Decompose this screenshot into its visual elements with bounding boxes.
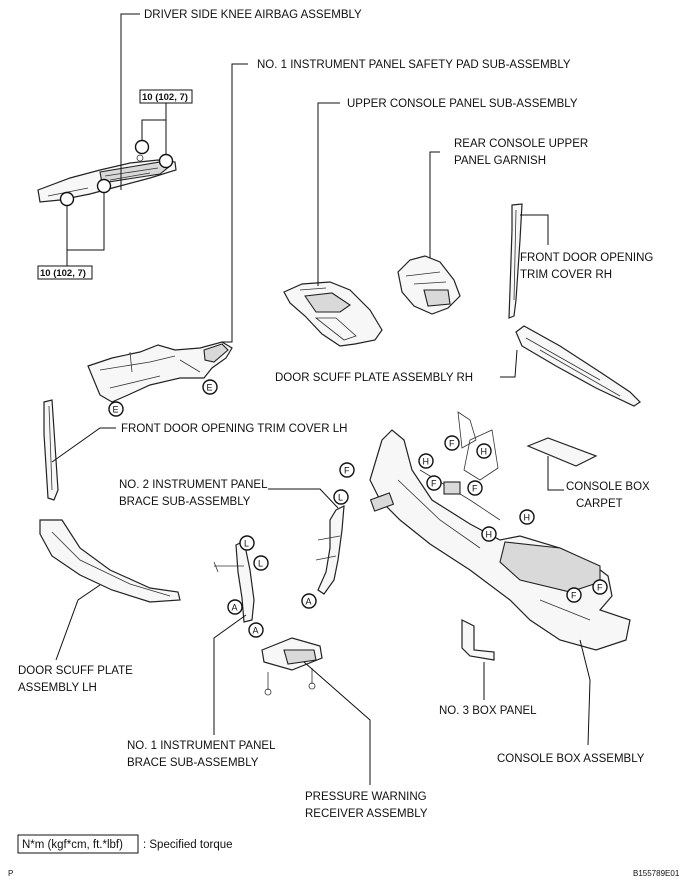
legend-description: : Specified torque	[143, 839, 233, 851]
clip-F-4: F	[467, 480, 483, 496]
legend-unit-text: N*m (kgf*cm, ft.*lbf)	[22, 839, 123, 851]
clip-F-2: F	[444, 435, 460, 451]
door-scuff-plate-lh-part	[39, 519, 181, 603]
clip-L-no1-b: L	[253, 555, 269, 571]
front-door-trim-rh-part	[508, 203, 523, 319]
svg-text:H: H	[481, 447, 488, 457]
svg-text:A: A	[306, 597, 312, 607]
label-console-box-carpet-line2: CARPET	[576, 498, 623, 510]
clip-H-1: H	[418, 453, 434, 469]
front-door-trim-lh-leader	[51, 427, 116, 463]
legend-unit-box	[17, 834, 139, 854]
label-console-box-carpet-line1: CONSOLE BOX	[566, 481, 650, 493]
svg-text:F: F	[571, 591, 577, 601]
door-scuff-lh-leader	[55, 584, 101, 661]
label-no1-brace-line2: BRACE SUB-ASSEMBLY	[127, 757, 259, 769]
label-no2-brace-line2: BRACE SUB-ASSEMBLY	[119, 496, 251, 508]
console-box-assembly-leader	[579, 639, 591, 746]
torque-box-bottom	[37, 265, 93, 280]
clip-F-3: F	[426, 475, 442, 491]
upper-console-panel-part	[283, 281, 383, 347]
driver-side-knee-airbag-part	[37, 154, 177, 203]
safety-pad-leader	[222, 63, 248, 343]
label-rear-console-garnish-line2: PANEL GARNISH	[454, 155, 546, 167]
svg-text:L: L	[258, 559, 263, 569]
svg-text:F: F	[431, 479, 437, 489]
door-scuff-rh-leader	[500, 349, 518, 378]
torque-box-top	[139, 89, 193, 104]
clip-A-no2: A	[301, 593, 317, 609]
clip-F-1: F	[339, 462, 355, 478]
svg-text:F: F	[344, 466, 350, 476]
label-door-scuff-lh-line2: ASSEMBLY LH	[18, 682, 97, 694]
clip-E-1: E	[202, 379, 218, 395]
clip-E-2: E	[108, 401, 124, 417]
label-driver-knee-airbag: DRIVER SIDE KNEE AIRBAG ASSEMBLY	[144, 9, 362, 21]
rear-console-garnish-leader	[429, 151, 440, 258]
label-console-box-assembly: CONSOLE BOX ASSEMBLY	[497, 753, 645, 765]
knee-airbag-leaders	[66, 13, 167, 266]
label-rear-console-garnish-line1: REAR CONSOLE UPPER	[454, 138, 588, 150]
svg-text:A: A	[232, 603, 238, 613]
clip-H-3: H	[519, 509, 535, 525]
label-front-door-trim-rh-line1: FRONT DOOR OPENING	[520, 252, 653, 264]
console-box-carpet-leader	[547, 456, 564, 491]
torque-value-bottom: 10 (102, 7)	[40, 268, 86, 279]
svg-text:F: F	[472, 484, 478, 494]
torque-value-top: 10 (102, 7)	[142, 92, 188, 103]
svg-text:L: L	[338, 493, 343, 503]
label-no1-brace-line1: NO. 1 INSTRUMENT PANEL	[127, 740, 276, 752]
clip-H-2: H	[476, 443, 492, 459]
clip-L-no2: L	[333, 489, 349, 505]
console-box-carpet-part	[526, 437, 598, 467]
label-no2-brace-line1: NO. 2 INSTRUMENT PANEL	[119, 479, 268, 491]
no2-brace-part	[315, 504, 345, 595]
label-front-door-trim-rh-line2: TRIM COVER RH	[520, 269, 612, 281]
door-scuff-plate-rh-part	[515, 325, 641, 407]
svg-text:H: H	[486, 530, 493, 540]
rear-console-garnish-part	[397, 255, 461, 315]
upper-console-leader	[317, 102, 340, 286]
svg-text:E: E	[113, 405, 119, 415]
label-pressure-receiver-line1: PRESSURE WARNING	[305, 791, 427, 803]
label-pressure-receiver-line2: RECEIVER ASSEMBLY	[305, 808, 428, 820]
clip-L-no1-a: L	[239, 535, 255, 551]
no1-brace-leader	[213, 614, 247, 735]
svg-text:A: A	[253, 626, 259, 636]
no3-box-panel-part	[461, 619, 495, 661]
svg-text:E: E	[207, 383, 213, 393]
console-box-assembly-part	[369, 411, 631, 651]
svg-text:F: F	[597, 583, 603, 593]
no2-brace-leader	[268, 488, 339, 509]
svg-text:F: F	[449, 439, 455, 449]
knee-airbag-torque-rings	[59, 139, 174, 207]
clip-F-5: F	[566, 587, 582, 603]
pressure-receiver-leader	[303, 661, 371, 785]
page-marker: P	[8, 869, 13, 878]
svg-text:H: H	[423, 457, 430, 467]
safety-pad-part	[87, 341, 233, 403]
label-front-door-trim-lh: FRONT DOOR OPENING TRIM COVER LH	[121, 423, 347, 435]
label-upper-console-panel: UPPER CONSOLE PANEL SUB-ASSEMBLY	[347, 98, 578, 110]
clip-H-4: H	[481, 526, 497, 542]
label-door-scuff-lh-line1: DOOR SCUFF PLATE	[18, 665, 133, 677]
clip-A-no1-b: A	[248, 622, 264, 638]
svg-text:L: L	[244, 539, 249, 549]
front-door-trim-lh-part	[43, 399, 59, 501]
label-no3-box-panel: NO. 3 BOX PANEL	[439, 705, 537, 717]
label-door-scuff-rh: DOOR SCUFF PLATE ASSEMBLY RH	[275, 372, 473, 384]
clip-A-no1-a: A	[227, 599, 243, 615]
no1-brace-part	[213, 540, 255, 623]
front-door-trim-rh-leader	[520, 214, 549, 245]
pressure-receiver-part	[261, 637, 323, 696]
figure-id: B155789E01	[633, 869, 680, 878]
clip-F-6: F	[592, 579, 608, 595]
svg-text:H: H	[524, 513, 531, 523]
label-safety-pad: NO. 1 INSTRUMENT PANEL SAFETY PAD SUB-AS…	[257, 59, 571, 71]
